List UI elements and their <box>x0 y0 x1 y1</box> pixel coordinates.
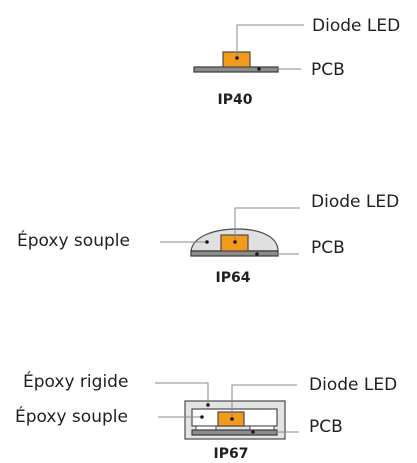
ip67-section: Diode LED PCB Époxy rigide Époxy souple … <box>15 370 397 462</box>
ip67-title: IP67 <box>214 446 249 462</box>
ip40-diode-leader <box>236 24 304 58</box>
ip67-pcb-label: PCB <box>309 417 343 437</box>
ip67-diode-label: Diode LED <box>309 375 397 395</box>
ip67-pcb-leader-dot <box>251 430 255 434</box>
ip64-epoxy-label: Époxy souple <box>17 229 130 251</box>
ip67-diode-leader-dot <box>230 417 234 421</box>
ip64-pcb-label: PCB <box>311 238 345 258</box>
ip64-pcb-leader-dot <box>255 252 259 256</box>
ip40-diode-label: Diode LED <box>312 16 400 36</box>
ip64-diode-leader-dot <box>233 240 237 244</box>
ip67-rigid-epoxy-leader <box>155 382 209 405</box>
ip64-section: Diode LED PCB Époxy souple IP64 <box>17 192 399 286</box>
ip64-epoxy-leader-dot <box>205 240 209 244</box>
ip64-title: IP64 <box>216 270 251 286</box>
ip67-soft-epoxy-leader-dot <box>200 415 204 419</box>
ip40-pcb-label: PCB <box>311 60 345 80</box>
ip64-diode-label: Diode LED <box>311 192 399 212</box>
ip67-inner-pad-right <box>249 425 275 431</box>
ip67-inner-pad-left <box>195 425 217 431</box>
ip40-diode-leader-dot <box>235 56 239 60</box>
ip40-title: IP40 <box>218 92 253 108</box>
ip67-rigid-epoxy-label: Époxy rigide <box>23 370 128 392</box>
ip67-rigid-epoxy-leader-dot <box>206 403 210 407</box>
ip67-soft-epoxy-label: Époxy souple <box>15 405 128 427</box>
ip40-pcb-leader-dot <box>257 67 261 71</box>
ip40-section: Diode LED PCB IP40 <box>193 16 400 108</box>
ip64-diode-leader <box>234 207 300 242</box>
ip67-diode-leader <box>231 384 297 419</box>
